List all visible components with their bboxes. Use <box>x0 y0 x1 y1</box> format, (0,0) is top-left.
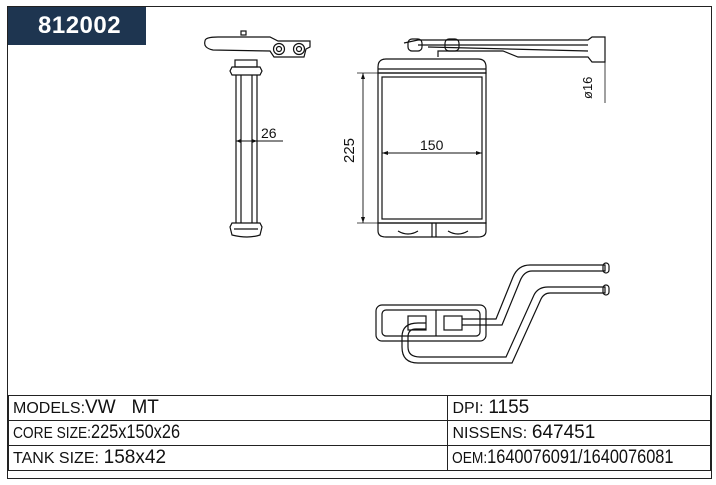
side-view <box>204 30 311 238</box>
nissens-cell: NISSENS: 647451 <box>447 420 711 446</box>
diameter-dimension-label: ø16 <box>580 77 595 99</box>
oem-label: OEM: <box>452 450 488 467</box>
models-label: MODELS: <box>13 400 86 417</box>
spec-row: MODELS:VW MT DPI: 1155 <box>7 395 711 421</box>
core-size-label: CORE SIZE: <box>13 425 91 442</box>
technical-drawing: 26 <box>204 30 610 364</box>
core-size-cell: CORE SIZE:225x150x26 <box>7 420 449 446</box>
height-dimension-label: 225 <box>341 138 358 163</box>
product-sheet: 812002 26 <box>7 6 712 479</box>
part-number-badge: 812002 <box>8 7 146 45</box>
core-size-value: 225x150x26 <box>90 422 181 443</box>
nissens-label: NISSENS: <box>452 425 528 442</box>
depth-dimension-label: 26 <box>261 125 277 141</box>
models-cell: MODELS:VW MT <box>7 395 449 421</box>
spec-row: CORE SIZE:225x150x26 NISSENS: 647451 <box>7 420 711 446</box>
spec-table: MODELS:VW MT DPI: 1155 CORE SIZE:225x150… <box>7 395 711 471</box>
top-view <box>375 262 610 364</box>
width-dimension-label: 150 <box>420 137 444 153</box>
dpi-label: DPI: <box>452 400 484 417</box>
models-value: VW MT <box>85 397 159 418</box>
tank-size-value: 158x42 <box>103 447 167 468</box>
dpi-value: 1155 <box>488 397 530 418</box>
tank-size-label: TANK SIZE: <box>13 450 99 467</box>
front-view <box>357 36 606 238</box>
spec-row: TANK SIZE: 158x42 OEM:1640076091/1640076… <box>7 445 711 471</box>
tank-size-cell: TANK SIZE: 158x42 <box>7 445 449 471</box>
nissens-value: 647451 <box>531 422 596 443</box>
dpi-cell: DPI: 1155 <box>447 395 711 421</box>
oem-value: 1640076091/1640076081 <box>487 447 674 468</box>
oem-cell: OEM:1640076091/1640076081 <box>447 445 711 471</box>
